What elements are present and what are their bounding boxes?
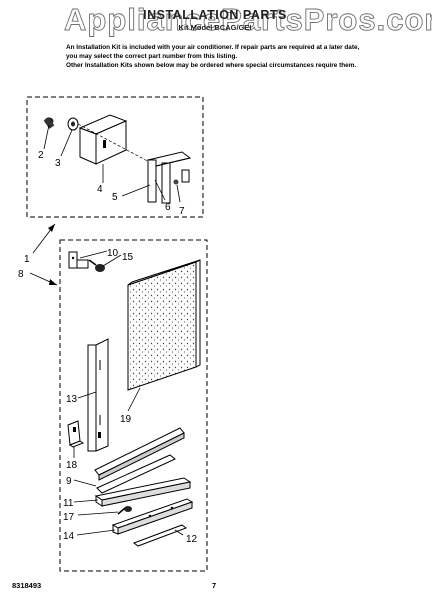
callout-10: 10 <box>107 248 119 259</box>
upper-kit-box <box>26 96 204 218</box>
callout-2: 2 <box>38 150 44 161</box>
footer-part-number: 8318493 <box>12 581 42 590</box>
callout-1: 1 <box>24 254 30 265</box>
callout-3: 3 <box>55 158 61 169</box>
screw-15-part <box>88 259 105 272</box>
foam-panel-part <box>127 259 201 391</box>
seal-strip-part <box>96 454 176 494</box>
page-subtitle: Kit Model BCAG/GEI <box>178 23 252 32</box>
sill-bracket-part <box>146 151 192 204</box>
lower-kit-box <box>59 239 208 572</box>
top-seal-strip-part <box>94 427 185 481</box>
leader-lines <box>29 124 184 536</box>
callout-19: 19 <box>120 414 132 425</box>
callout-12: 12 <box>186 534 198 545</box>
side-channel-part <box>87 338 109 452</box>
page-title: INSTALLATION PARTS <box>143 8 287 22</box>
washer-part <box>67 117 79 131</box>
intro-text: An Installation Kit is included with you… <box>66 43 366 70</box>
callout-7: 7 <box>179 206 185 217</box>
callout-6: 6 <box>165 202 171 213</box>
callout-4: 4 <box>97 184 103 195</box>
watermark: AppliancePartsPros.com <box>64 2 432 38</box>
bottom-seal-part <box>132 524 188 547</box>
screw-17-part <box>117 506 132 515</box>
callout-18: 18 <box>66 460 78 471</box>
callout-14: 14 <box>63 531 75 542</box>
sill-channel-part <box>94 477 192 507</box>
bottom-rail-part <box>111 498 194 535</box>
screw-part <box>43 117 55 129</box>
intro-paragraph-2: Other Installation Kits shown below may … <box>66 62 357 69</box>
callout-17: 17 <box>63 512 75 523</box>
intro-paragraph-1: An Installation Kit is included with you… <box>66 44 360 60</box>
callout-9: 9 <box>66 476 72 487</box>
callout-13: 13 <box>66 394 78 405</box>
callout-11: 11 <box>63 498 74 509</box>
small-block-part <box>67 420 85 448</box>
callout-5: 5 <box>112 192 118 203</box>
mounting-block-part <box>78 114 128 165</box>
angle-bracket-part <box>68 251 89 269</box>
callout-8: 8 <box>18 269 24 280</box>
callout-15: 15 <box>122 252 134 263</box>
footer-page-number: 7 <box>212 581 217 590</box>
